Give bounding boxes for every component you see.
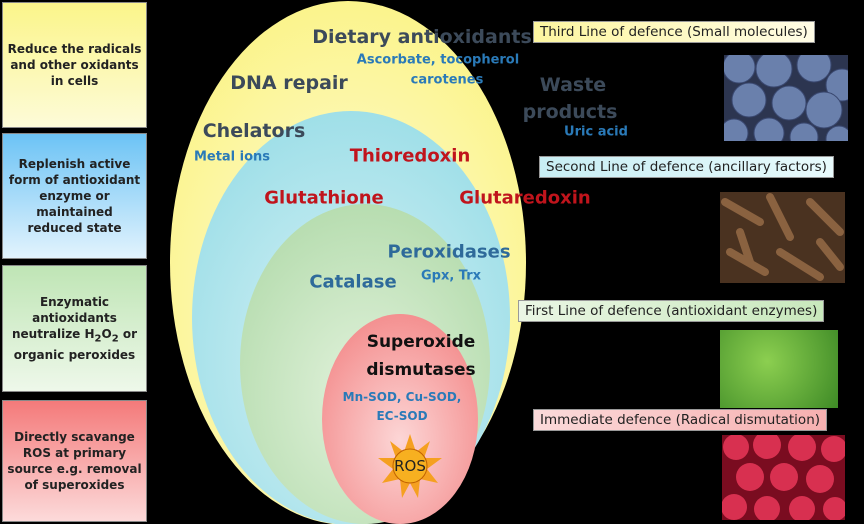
sun-icon	[378, 434, 442, 498]
box-immediate: Directly scavange ROS at primary source …	[2, 400, 147, 522]
box-third-line: Reduce the radicals and other oxidants i…	[2, 2, 147, 128]
ascorbate-tocopherol: Ascorbate, tocopherol	[356, 52, 520, 68]
dismutases: dismutases	[366, 360, 476, 380]
ec-sod: EC-SOD	[376, 409, 428, 423]
dna-repair: DNA repair	[230, 72, 348, 94]
first-line-label: First Line of defence (antioxidant enzym…	[518, 300, 825, 322]
uric-acid: Uric acid	[564, 124, 628, 140]
superoxide: Superoxide	[366, 332, 476, 352]
cloves-photo	[720, 192, 845, 283]
glutathione: Glutathione	[264, 187, 384, 209]
immediate-label: Immediate defence (Radical dismutation)	[533, 409, 828, 431]
second-line-label: Second Line of defence (ancillary factor…	[539, 156, 834, 178]
dietary-antioxidants: Dietary antioxidants	[312, 26, 532, 48]
green-plant-photo	[720, 330, 838, 408]
waste: Waste	[539, 74, 607, 96]
third-line-label: Third Line of defence (Small molecules)	[533, 21, 815, 43]
box-text: Replenish active form of antioxidant enz…	[8, 157, 141, 235]
metal-ions: Metal ions	[193, 149, 271, 165]
box-text: Enzymatic antioxidants neutralize H2O2 o…	[11, 294, 138, 363]
catalase: Catalase	[309, 271, 397, 293]
peroxidases: Peroxidases	[387, 241, 511, 263]
box-second-line: Replenish active form of antioxidant enz…	[2, 133, 147, 259]
carotenes: carotenes	[410, 72, 484, 88]
raspberries-photo	[722, 435, 845, 520]
sod-types: Mn-SOD, Cu-SOD,	[342, 390, 462, 404]
box-first-line: Enzymatic antioxidants neutralize H2O2 o…	[2, 265, 147, 392]
blueberries-photo	[724, 55, 848, 141]
thioredoxin: Thioredoxin	[349, 145, 471, 167]
box-text: Reduce the radicals and other oxidants i…	[7, 42, 142, 88]
ros-label: ROS	[394, 457, 426, 475]
products: products	[522, 101, 618, 123]
immediate-circle	[322, 314, 478, 524]
chelators: Chelators	[202, 120, 306, 142]
box-text: Directly scavange ROS at primary source …	[7, 430, 142, 492]
glutaredoxin: Glutaredoxin	[459, 187, 591, 209]
gpx-trx: Gpx, Trx	[420, 268, 482, 284]
